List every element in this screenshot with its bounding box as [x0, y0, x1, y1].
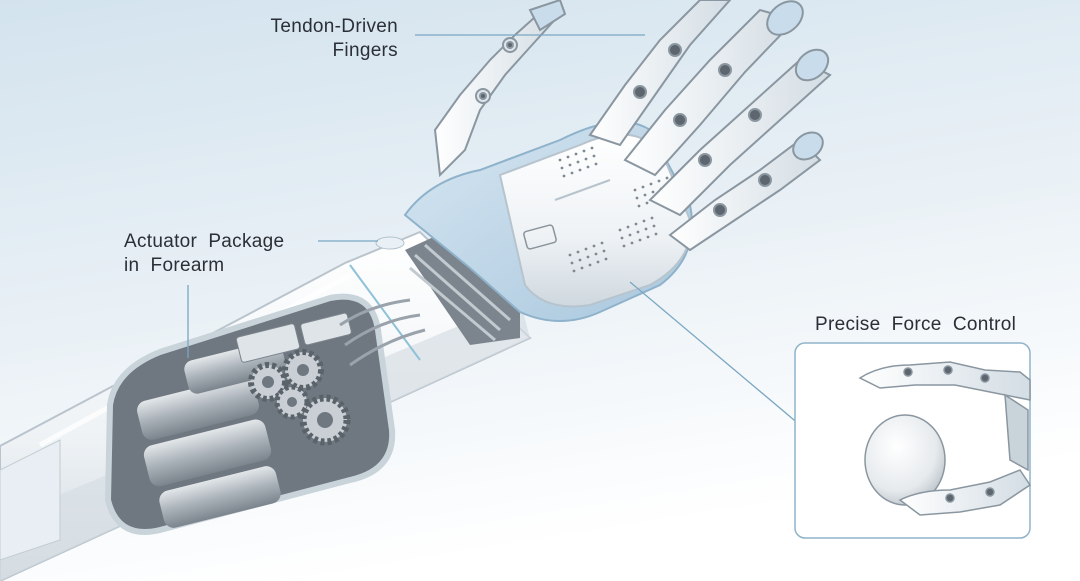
actuator-label-line-1: Actuator Package [124, 231, 285, 252]
force-control-inset [794, 342, 1032, 539]
fingers [433, 0, 832, 252]
sensor-grid [558, 146, 673, 273]
gears [248, 349, 351, 446]
middle-finger [623, 0, 804, 177]
tendon-label-line-2: Fingers [332, 40, 398, 61]
tendon-label-line-1: Tendon-Driven [270, 16, 398, 37]
thumb [433, 0, 567, 178]
palm [403, 121, 693, 322]
ring-finger [648, 48, 832, 217]
index-finger [588, 0, 732, 147]
tendon-driven-fingers-label: Tendon-Driven Fingers [244, 15, 398, 63]
actuator-label-line-2: in Forearm [124, 255, 225, 276]
precise-force-control-label: Precise Force Control [815, 314, 1017, 335]
actuator-package [104, 293, 426, 535]
force-leader-line [629, 281, 801, 426]
leader-lines [187, 34, 801, 426]
inset-gripper [858, 361, 1032, 516]
actuator-package-label: Actuator Package in Forearm [124, 230, 284, 278]
forearm [0, 230, 532, 581]
pinky-finger [668, 131, 824, 252]
